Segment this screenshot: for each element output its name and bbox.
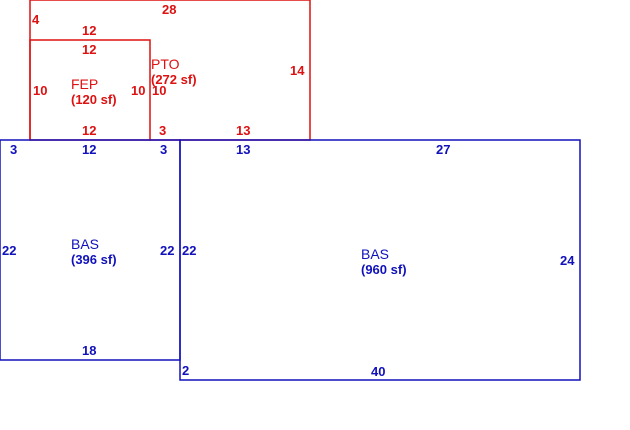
dim-bas-left-top-offset-right: 3 (160, 142, 167, 157)
living-areas (0, 139, 581, 381)
dim-fep-top: 12 (82, 42, 96, 57)
dim-bas-right-left: 22 (182, 243, 196, 258)
dim-bas-right-step: 2 (182, 363, 189, 378)
dim-bas-left-right: 22 (160, 243, 174, 258)
area-size-fep: (120 sf) (71, 92, 117, 107)
dim-fep-bottom-offset: 3 (159, 123, 166, 138)
dim-pto-right: 14 (290, 63, 305, 78)
area-size-pto: (272 sf) (151, 72, 197, 87)
dim-bas-right-right: 24 (560, 253, 575, 268)
dim-bas-right-bottom: 40 (371, 364, 385, 379)
dim-pto-top: 28 (162, 2, 176, 17)
dim-bas-left-left: 22 (2, 243, 16, 258)
upper-dimension-labels: 28 4 12 12 14 10 10 10 12 3 13 PTO (272 … (32, 2, 305, 138)
area-size-bas-right: (960 sf) (361, 262, 407, 277)
dim-fep-bottom: 12 (82, 123, 96, 138)
dim-fep-right-pto: 10 (152, 83, 166, 98)
dim-pto-bottom: 13 (236, 123, 250, 138)
dim-bas-left-top-offset-left: 3 (10, 142, 17, 157)
dim-fep-top-outer: 12 (82, 23, 96, 38)
dim-pto-left-notch: 4 (32, 12, 40, 27)
dim-bas-left-top: 12 (82, 142, 96, 157)
dim-fep-left: 10 (33, 83, 47, 98)
living-dimension-labels: 3 12 3 13 27 22 22 22 24 18 2 40 BAS (39… (2, 142, 575, 379)
area-name-bas-left: BAS (71, 236, 99, 252)
area-name-bas-right: BAS (361, 246, 389, 262)
area-name-fep: FEP (71, 76, 98, 92)
area-size-bas-left: (396 sf) (71, 252, 117, 267)
dim-bas-right-top: 27 (436, 142, 450, 157)
dim-bas-left-bottom: 18 (82, 343, 96, 358)
dim-fep-right: 10 (131, 83, 145, 98)
bas-right-outline (179, 139, 581, 381)
dim-bas-right-top-left: 13 (236, 142, 250, 157)
area-name-pto: PTO (151, 56, 180, 72)
